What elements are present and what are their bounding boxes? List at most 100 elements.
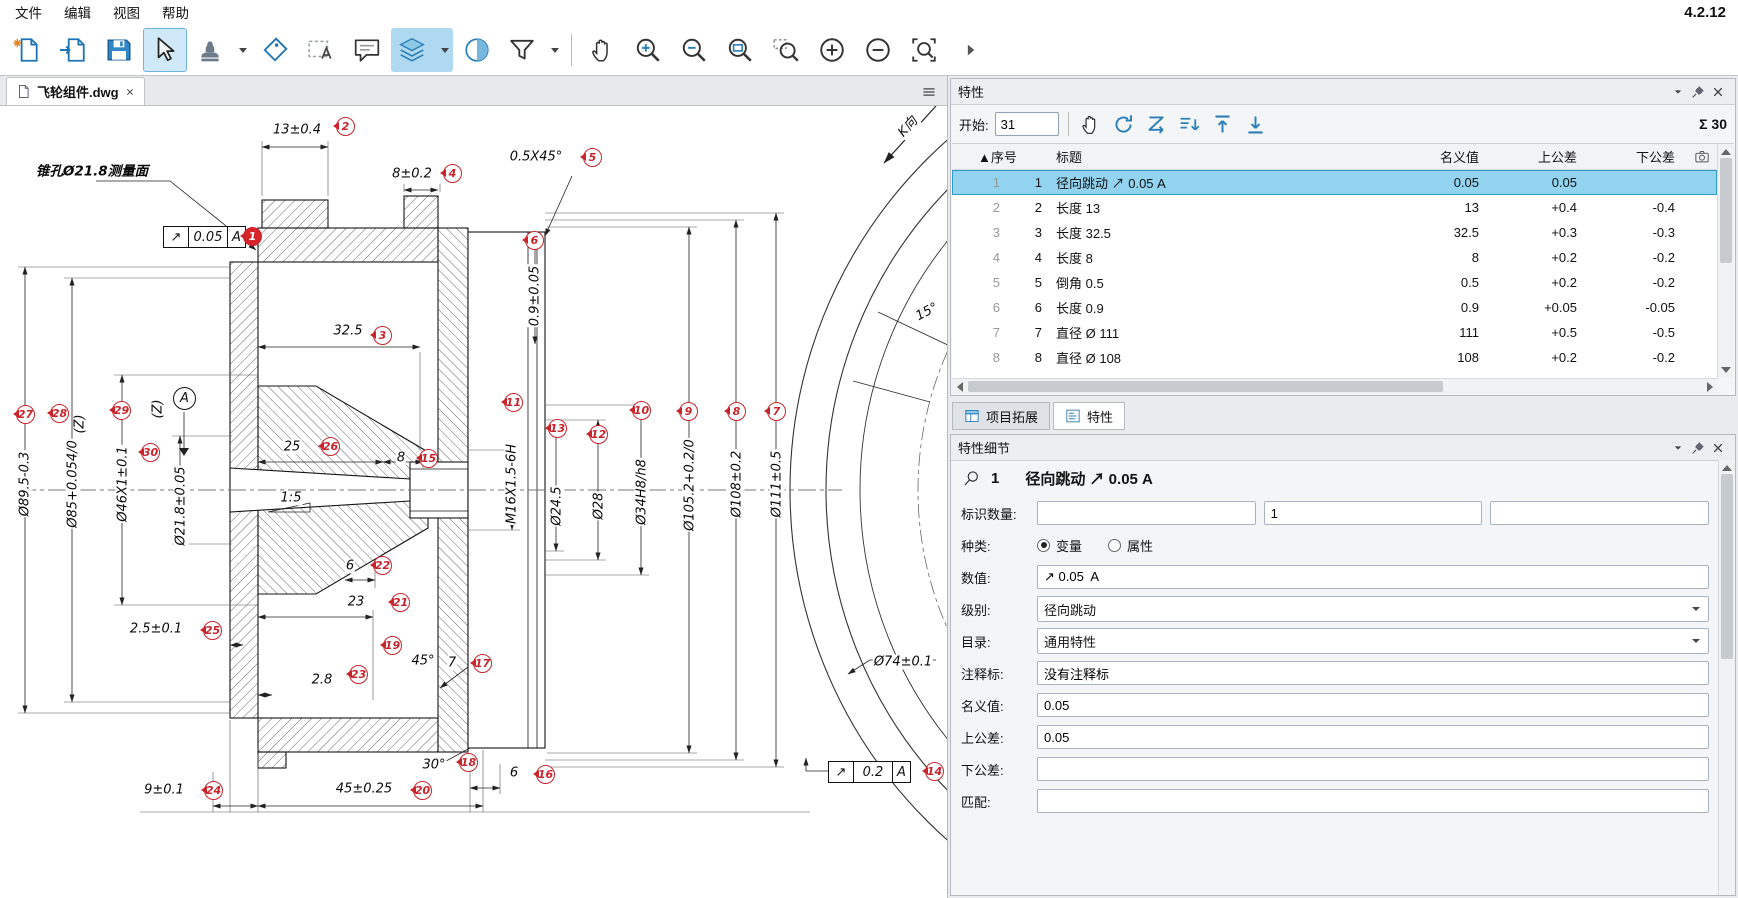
balloon-11[interactable]: 11: [501, 393, 523, 412]
balloon-19[interactable]: 19: [380, 636, 402, 655]
zoom-in-icon[interactable]: [626, 28, 670, 72]
balloon-12[interactable]: 12: [586, 425, 608, 444]
scroll-down-icon[interactable]: [1721, 367, 1731, 373]
balloon-3[interactable]: 3: [370, 326, 392, 345]
col-upper[interactable]: 上公差: [1537, 150, 1577, 165]
col-seq[interactable]: ▲序号: [978, 150, 1017, 165]
balloon-20[interactable]: 20: [410, 781, 432, 800]
nominal-input[interactable]: [1037, 693, 1709, 717]
catalog-select[interactable]: 通用特性: [1037, 628, 1709, 654]
close-icon[interactable]: [1708, 82, 1728, 102]
balloon-24[interactable]: 24: [201, 781, 223, 800]
document-tab[interactable]: 飞轮组件.dwg: [6, 77, 145, 105]
scroll-up-icon[interactable]: [1722, 465, 1732, 471]
balloon-28[interactable]: 28: [47, 404, 69, 423]
col-title[interactable]: 标题: [1056, 150, 1083, 165]
start-input[interactable]: [994, 112, 1059, 136]
close-icon[interactable]: [1708, 438, 1728, 458]
remove-circle-icon[interactable]: [856, 28, 900, 72]
balloon-14[interactable]: 14: [922, 762, 944, 781]
radio-变量[interactable]: 变量: [1037, 536, 1082, 555]
chevron-down-icon[interactable]: [1668, 438, 1688, 458]
balloon-13[interactable]: 13: [545, 419, 567, 438]
balloon-5[interactable]: 5: [580, 148, 602, 167]
balloon-9[interactable]: 9: [676, 402, 698, 421]
balloon-1[interactable]: 1: [240, 227, 262, 246]
balloon-8[interactable]: 8: [724, 402, 746, 421]
pin-icon[interactable]: [1688, 438, 1708, 458]
balloon-30[interactable]: 30: [138, 443, 160, 462]
value-input[interactable]: [1037, 565, 1709, 589]
table-horizontal-scrollbar[interactable]: [952, 378, 1718, 394]
balloon-29[interactable]: 29: [109, 401, 131, 420]
level-select[interactable]: 径向跳动: [1037, 596, 1709, 622]
contrast-icon[interactable]: [455, 28, 499, 72]
layers-icon[interactable]: [391, 27, 453, 72]
stamp-tool-icon[interactable]: [189, 28, 251, 72]
scroll-up-icon[interactable]: [1721, 149, 1731, 155]
pin-icon[interactable]: [1688, 82, 1708, 102]
balloon-26[interactable]: 26: [318, 437, 340, 456]
balloon-22[interactable]: 22: [370, 556, 392, 575]
scroll-right-icon[interactable]: [1707, 381, 1713, 392]
select-tool-icon[interactable]: [143, 27, 187, 72]
move-bottom-icon[interactable]: [1243, 111, 1269, 137]
panel-tab-项目拓展[interactable]: 项目拓展: [952, 402, 1051, 430]
menu-item-编辑[interactable]: 编辑: [64, 6, 91, 21]
menu-item-帮助[interactable]: 帮助: [162, 6, 189, 21]
balloon-16[interactable]: 16: [533, 765, 555, 784]
move-top-icon[interactable]: [1210, 111, 1236, 137]
panel-tab-特性[interactable]: 特性: [1053, 402, 1126, 430]
tab-list-icon[interactable]: [921, 84, 937, 100]
open-document-icon[interactable]: [51, 28, 95, 72]
zoom-window-icon[interactable]: [718, 28, 762, 72]
scrollbar-thumb[interactable]: [968, 381, 1443, 392]
zoom-search-icon[interactable]: [764, 28, 808, 72]
balloon-7[interactable]: 7: [764, 402, 786, 421]
id-count-input-2[interactable]: [1263, 501, 1483, 525]
zoom-out-icon[interactable]: [672, 28, 716, 72]
chevron-down-icon[interactable]: [1668, 82, 1688, 102]
tag-tool-icon[interactable]: [253, 28, 297, 72]
balloon-6[interactable]: 6: [522, 231, 544, 250]
zoom-region-icon[interactable]: [902, 28, 946, 72]
sort-list-icon[interactable]: [1177, 111, 1203, 137]
balloon-18[interactable]: 18: [456, 753, 478, 772]
save-icon[interactable]: [97, 28, 141, 72]
id-count-input-3[interactable]: [1490, 501, 1710, 525]
tab-close-icon[interactable]: [125, 87, 135, 97]
balloon-10[interactable]: 10: [629, 401, 651, 420]
balloon-27[interactable]: 27: [13, 405, 35, 424]
scrollbar-thumb[interactable]: [1720, 158, 1732, 263]
table-vertical-scrollbar[interactable]: [1717, 144, 1734, 378]
reorder-icon[interactable]: [1144, 111, 1170, 137]
new-document-icon[interactable]: [5, 28, 49, 72]
note-input[interactable]: [1037, 661, 1709, 685]
overflow-chevron-icon[interactable]: [948, 28, 992, 72]
balloon-4[interactable]: 4: [440, 164, 462, 183]
snapshot-icon[interactable]: [1687, 149, 1717, 165]
balloon-15[interactable]: 15: [416, 449, 438, 468]
pan-tool-icon[interactable]: [580, 28, 624, 72]
balloon-23[interactable]: 23: [346, 665, 368, 684]
balloon-21[interactable]: 21: [388, 593, 410, 612]
details-scrollbar[interactable]: [1718, 460, 1735, 895]
balloon-17[interactable]: 17: [470, 654, 492, 673]
menu-item-视图[interactable]: 视图: [113, 6, 140, 21]
match-input[interactable]: [1037, 789, 1709, 813]
comment-tool-icon[interactable]: [345, 28, 389, 72]
balloon-2[interactable]: 2: [333, 117, 355, 136]
add-circle-icon[interactable]: [810, 28, 854, 72]
col-nominal[interactable]: 名义值: [1439, 150, 1479, 165]
ocr-capture-icon[interactable]: [299, 28, 343, 72]
scrollbar-thumb[interactable]: [1721, 474, 1733, 659]
scroll-left-icon[interactable]: [957, 381, 963, 392]
radio-属性[interactable]: 属性: [1108, 536, 1153, 555]
